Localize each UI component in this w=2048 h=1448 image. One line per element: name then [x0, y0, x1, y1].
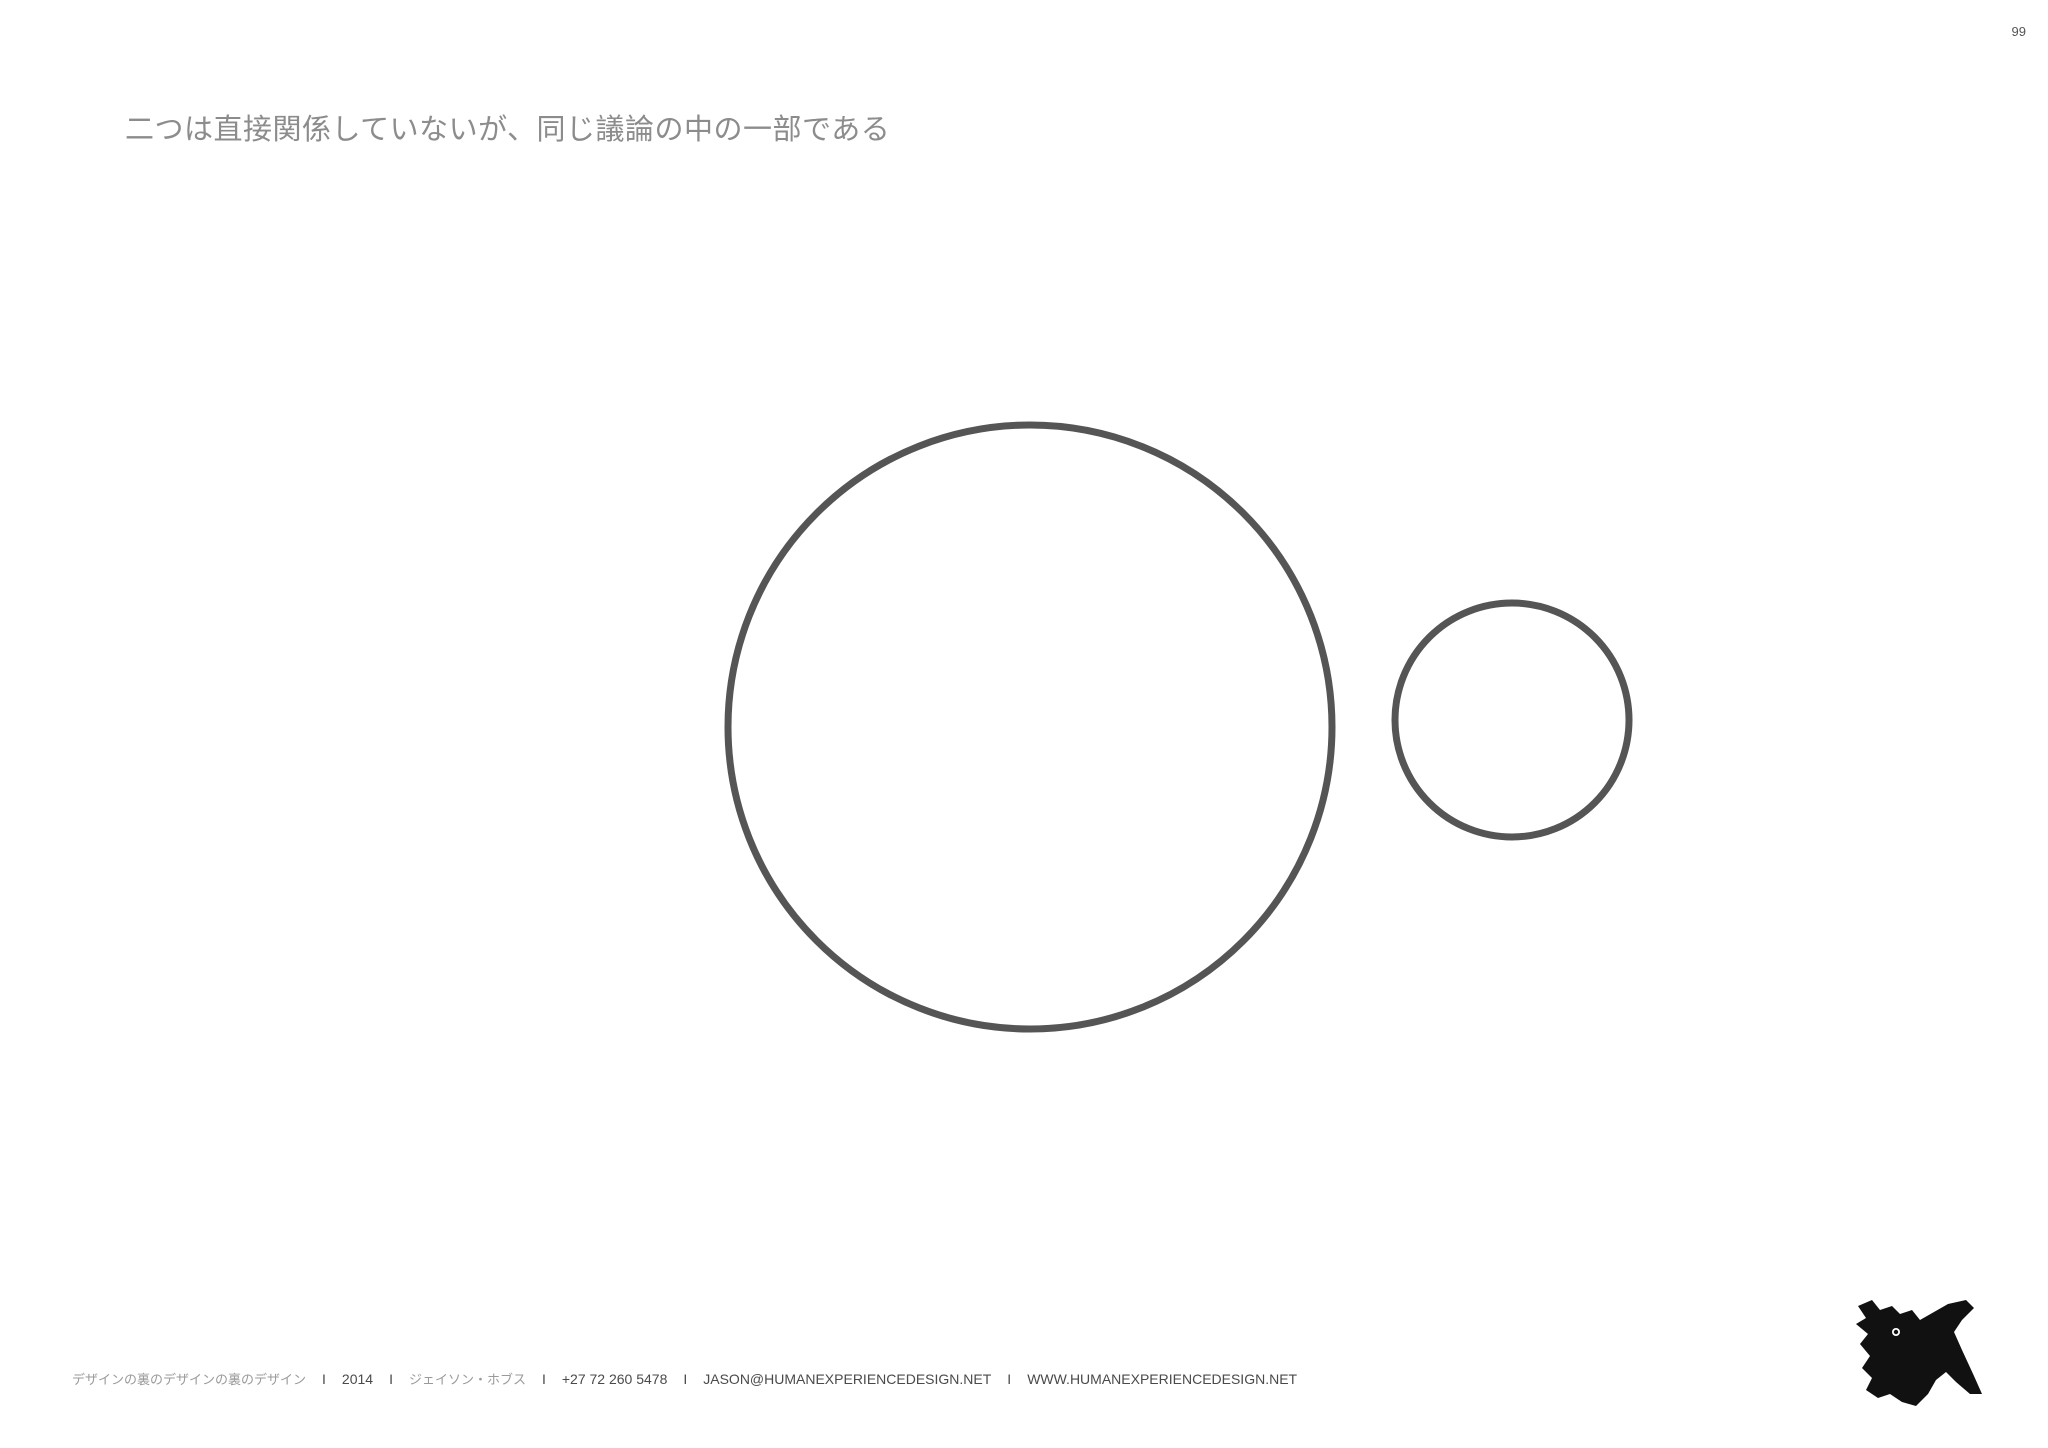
footer-separator: I — [322, 1370, 326, 1387]
page-number: 99 — [2011, 24, 2026, 39]
footer-separator: I — [1007, 1370, 1012, 1387]
footer-year: 2014 — [341, 1370, 374, 1387]
footer-email: JASON@HUMANEXPERIENCEDESIGN.NET — [703, 1370, 992, 1387]
butterfly-figure-logo-icon — [1856, 1300, 1982, 1406]
slide-title: 二つは直接関係していないが、同じ議論の中の一部である — [125, 112, 891, 146]
large-circle — [724, 421, 1336, 1033]
footer: デザインの裏のデザインの裏のデザイン I 2014 I ジェイソン・ホブス I … — [72, 1369, 1298, 1389]
footer-website: WWW.HUMANEXPERIENCEDESIGN.NET — [1027, 1370, 1298, 1387]
footer-separator: I — [389, 1370, 393, 1387]
footer-author: ジェイソン・ホブス — [408, 1373, 526, 1388]
footer-book-title: デザインの裏のデザインの裏のデザイン — [72, 1373, 307, 1388]
small-circle — [1391, 599, 1633, 841]
footer-separator: I — [683, 1370, 688, 1387]
footer-separator: I — [541, 1370, 546, 1387]
footer-phone: +27 72 260 5478 — [561, 1370, 668, 1387]
